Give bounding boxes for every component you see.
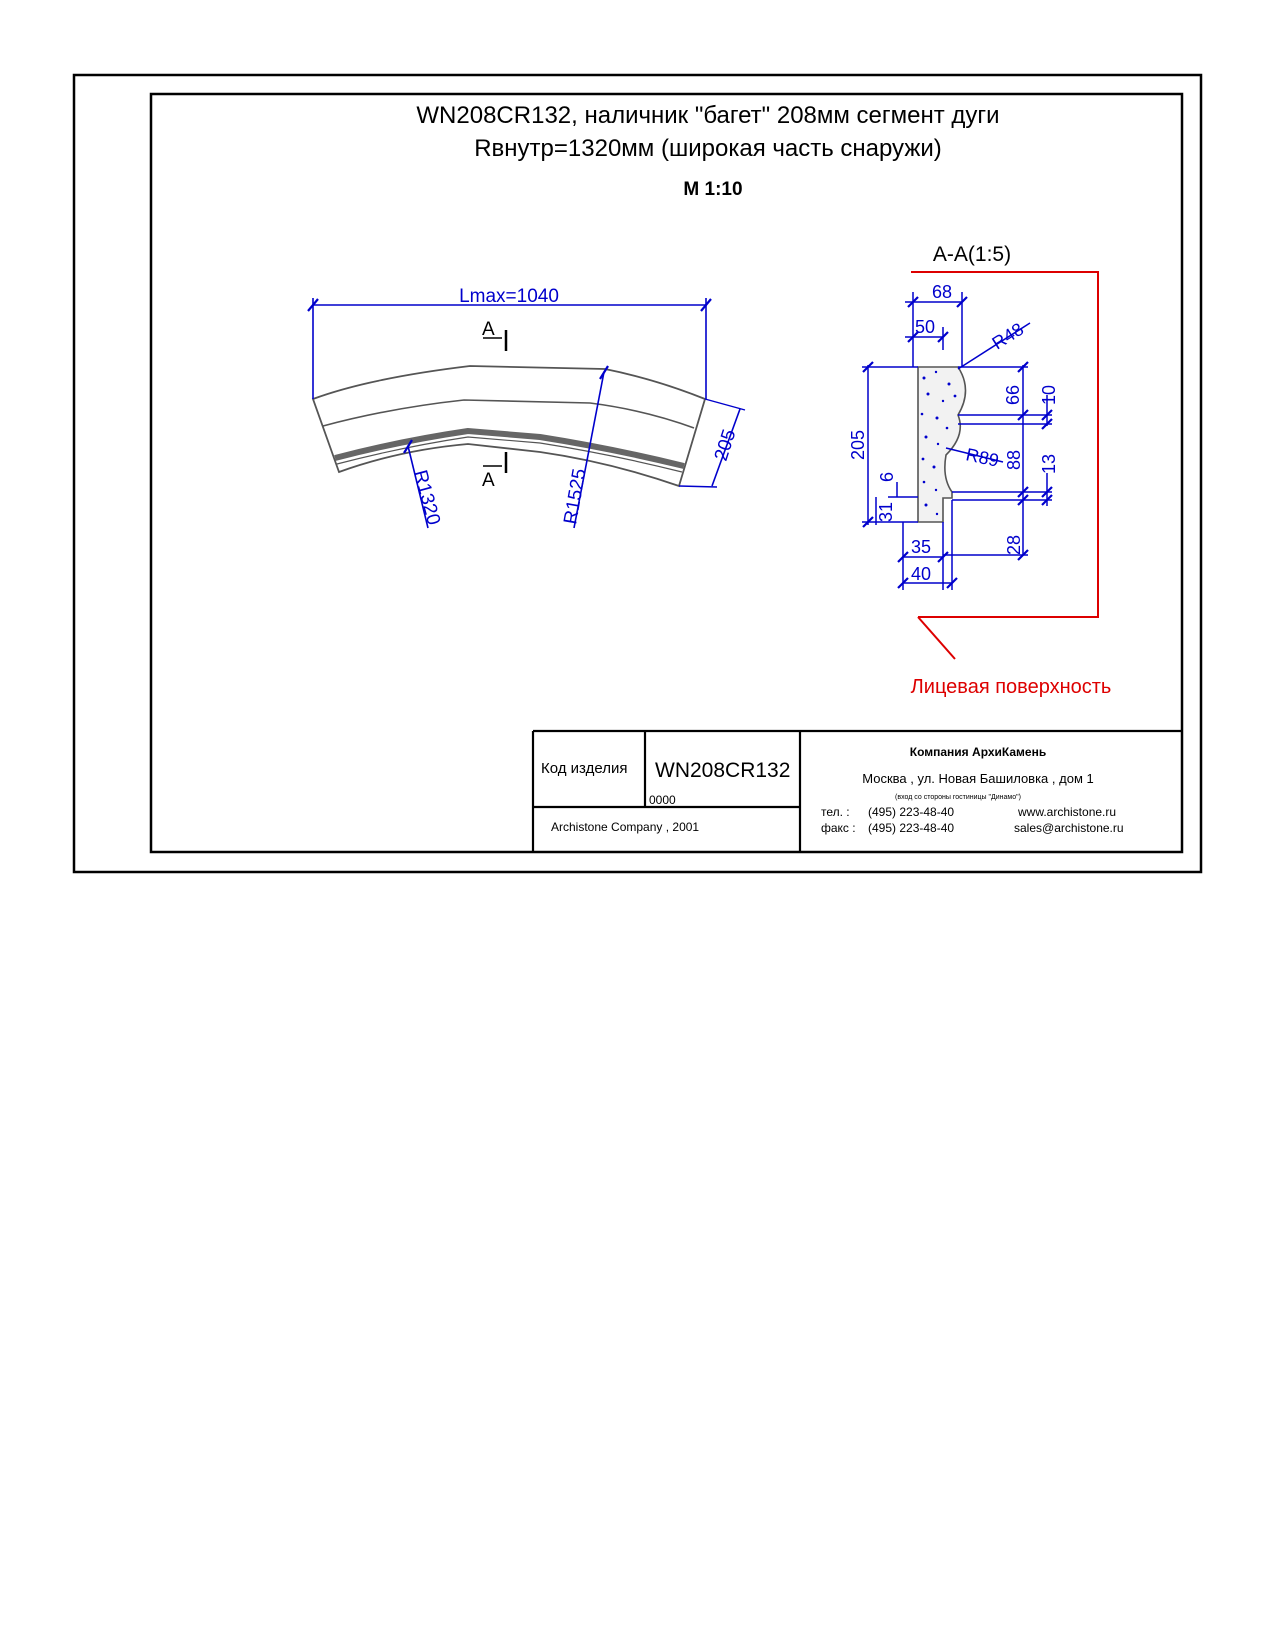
plan-view: Lmax=1040 205 R1320 R1525 A A [307, 286, 746, 529]
dim-bottom-width-1: 35 [911, 537, 931, 557]
phone-label: тел. : [821, 805, 850, 819]
dim-bottom-left: 31 [876, 502, 896, 522]
face-bracket [911, 271, 1099, 618]
arc-segment-inner-line [322, 399, 695, 429]
scale-label: М 1:10 [683, 179, 742, 200]
width-dim-line [711, 408, 741, 487]
arc-segment-band [334, 427, 685, 469]
fax-label: факс : [821, 821, 856, 835]
dim-step-1: 10 [1039, 385, 1059, 405]
code-sub: 0000 [649, 793, 676, 807]
inner-frame [149, 92, 1184, 854]
email: sales@archistone.ru [1014, 821, 1124, 835]
arc-segment-band-edge [336, 436, 683, 473]
company-name: Компания АрхиКамень [910, 745, 1046, 759]
dim-step-2: 13 [1039, 454, 1059, 474]
title-block: Код изделия WN208CR132 0000 Archistone C… [531, 729, 1182, 852]
arc-segment-outline [311, 365, 707, 488]
section-view: А-А(1:5) Лицевая поверхность [848, 243, 1111, 698]
copyright: Archistone Company , 2001 [551, 820, 699, 834]
company-address: Москва , ул. Новая Башиловка , дом 1 [862, 771, 1093, 786]
section-title: А-А(1:5) [933, 243, 1011, 266]
dim-middle-part: 88 [1004, 450, 1024, 470]
dim-bottom-right: 28 [1004, 535, 1024, 555]
dim-left-step: 6 [877, 472, 897, 482]
inner-radius-leader [407, 445, 429, 529]
length-label: Lmax=1040 [459, 286, 559, 307]
code-label: Код изделия [541, 760, 627, 777]
website: www.archistone.ru [1017, 805, 1116, 819]
profile-outline [917, 366, 967, 523]
dim-top-total: 68 [932, 282, 952, 302]
dim-radius-mid: R89 [964, 444, 1000, 470]
dim-radius-top: R48 [989, 319, 1028, 353]
phone-number: (495) 223-48-40 [868, 805, 954, 819]
code-value: WN208CR132 [655, 759, 790, 782]
profile-hatch-dots [920, 370, 957, 516]
face-label: Лицевая поверхность [911, 676, 1112, 698]
title-line-1: WN208CR132, наличник "багет" 208мм сегме… [416, 102, 999, 129]
dim-top-inner: 50 [915, 317, 935, 337]
outer-frame [72, 73, 1203, 874]
face-leader [917, 616, 956, 660]
dim-bottom-width-2: 40 [911, 564, 931, 584]
title-line-2: Rвнутр=1320мм (широкая часть снаружи) [474, 135, 942, 162]
dim-height-total: 205 [848, 430, 868, 460]
fax-number: (495) 223-48-40 [868, 821, 954, 835]
dim-upper-part: 66 [1003, 385, 1023, 405]
section-mark-bottom: A [482, 470, 495, 491]
address-note: (вход со стороны гостиницы "Динамо") [895, 794, 1021, 801]
outer-radius-label: R1525 [560, 467, 590, 526]
section-mark-top: A [482, 319, 495, 340]
width-label: 205 [711, 427, 741, 464]
inner-radius-label: R1320 [409, 468, 444, 528]
outer-radius-leader [573, 371, 605, 529]
